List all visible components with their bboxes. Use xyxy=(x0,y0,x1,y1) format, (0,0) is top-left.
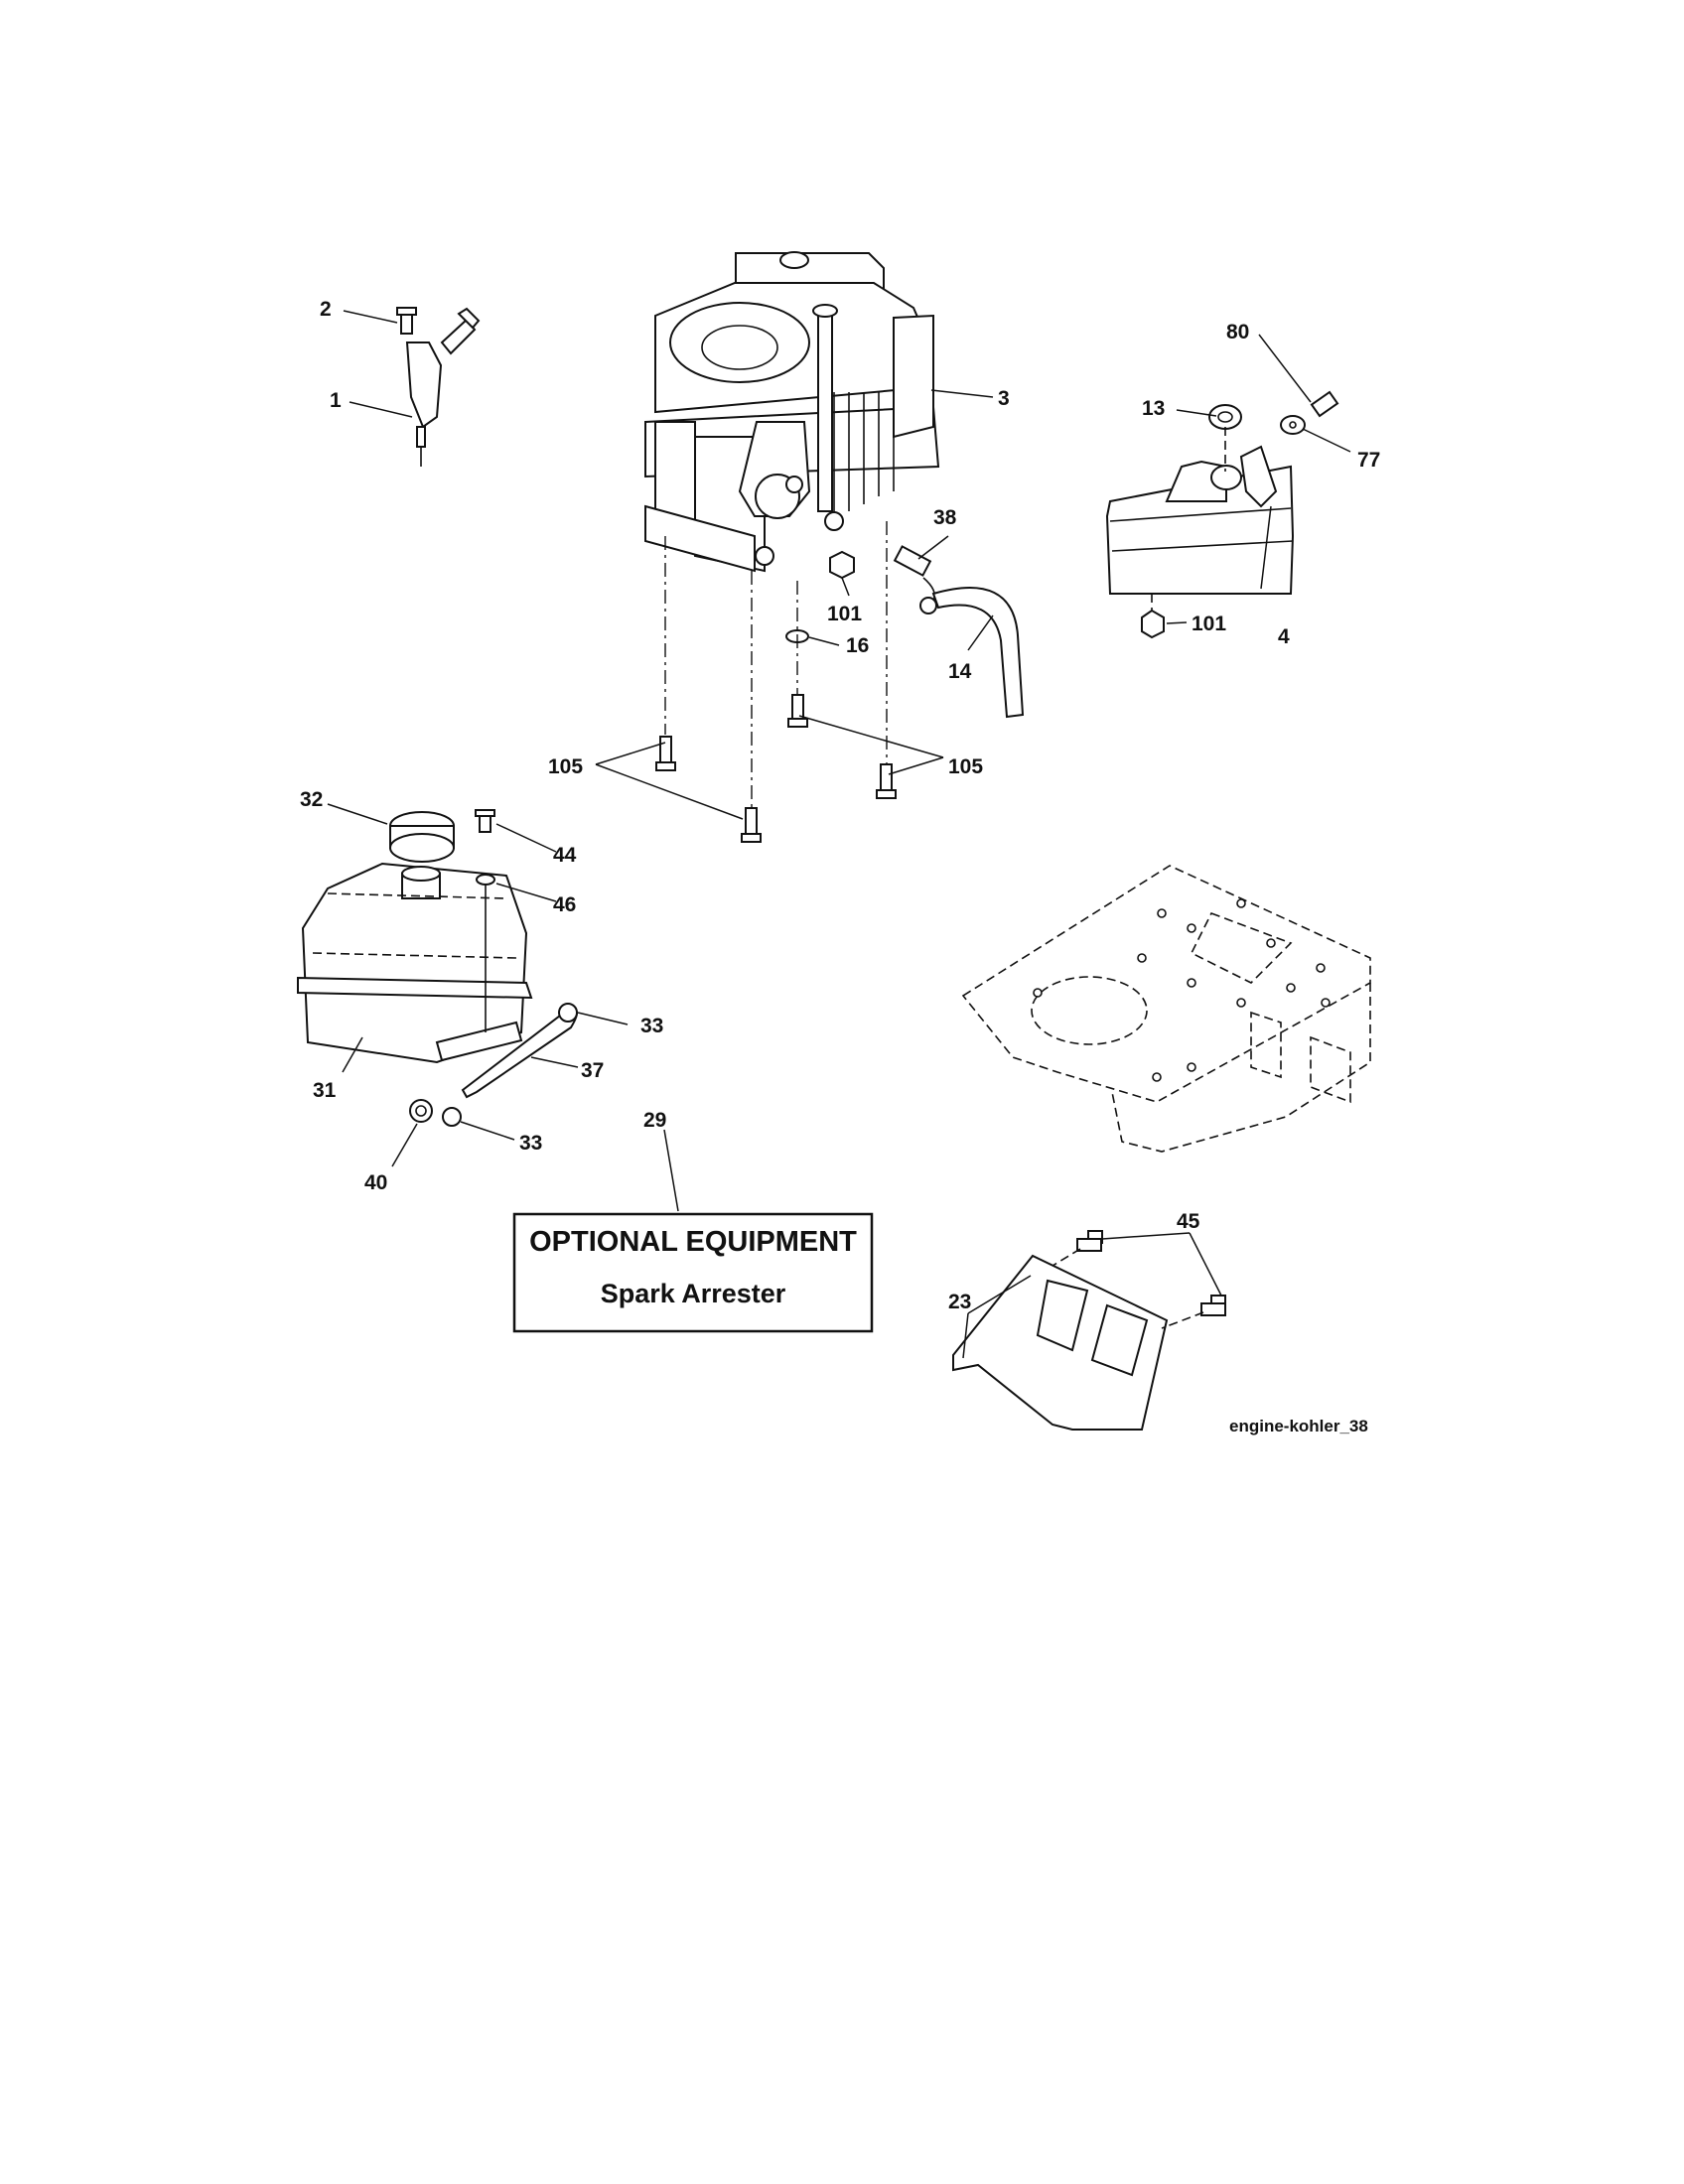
callout-13: 13 xyxy=(1142,397,1165,420)
callout-40: 40 xyxy=(364,1171,387,1194)
callout-105-right: 105 xyxy=(948,755,983,778)
callout-labels: 2 1 3 80 13 77 38 101 101 4 16 14 105 10… xyxy=(300,298,1380,1313)
engine-mount-lines xyxy=(664,521,888,809)
spark-arrester-label: Spark Arrester xyxy=(601,1279,786,1308)
callout-4: 4 xyxy=(1278,625,1290,648)
callout-33-lower: 33 xyxy=(519,1132,542,1155)
callout-3: 3 xyxy=(998,387,1010,410)
fuel-line-part xyxy=(931,587,1025,719)
optional-equipment-box: OPTIONAL EQUIPMENT Spark Arrester xyxy=(512,1212,874,1333)
bolt-part xyxy=(655,694,897,843)
nut-part xyxy=(829,550,855,580)
callout-31: 31 xyxy=(313,1079,337,1102)
callout-2: 2 xyxy=(320,298,332,321)
callout-23: 23 xyxy=(948,1291,971,1313)
engine-part xyxy=(644,251,940,573)
leader-lines xyxy=(327,310,1351,1359)
callout-1: 1 xyxy=(330,389,342,412)
callout-32: 32 xyxy=(300,788,323,811)
mounting-plate-part xyxy=(961,865,1371,1153)
callout-33-upper: 33 xyxy=(640,1015,663,1037)
callout-45: 45 xyxy=(1177,1210,1200,1233)
callout-16: 16 xyxy=(846,634,869,657)
callout-44: 44 xyxy=(553,844,577,867)
callout-29: 29 xyxy=(643,1109,666,1132)
figure-reference: engine-kohler_38 xyxy=(1229,1417,1368,1435)
throttle-control-part xyxy=(396,307,481,467)
muffler-part xyxy=(1105,390,1339,639)
callout-101-muffler: 101 xyxy=(1192,613,1226,635)
callout-105-left: 105 xyxy=(548,755,583,778)
callout-14: 14 xyxy=(948,660,972,683)
optional-equipment-title: OPTIONAL EQUIPMENT xyxy=(529,1226,857,1258)
callout-80: 80 xyxy=(1226,321,1249,343)
fuel-fitting-part xyxy=(893,545,937,614)
callout-101-engine: 101 xyxy=(827,603,862,625)
fuel-tank-part xyxy=(297,809,579,1127)
spark-arrester-part xyxy=(952,1230,1226,1431)
callout-46: 46 xyxy=(553,893,576,916)
callout-77: 77 xyxy=(1357,449,1380,472)
callout-38: 38 xyxy=(933,506,957,529)
callout-37: 37 xyxy=(581,1059,604,1082)
